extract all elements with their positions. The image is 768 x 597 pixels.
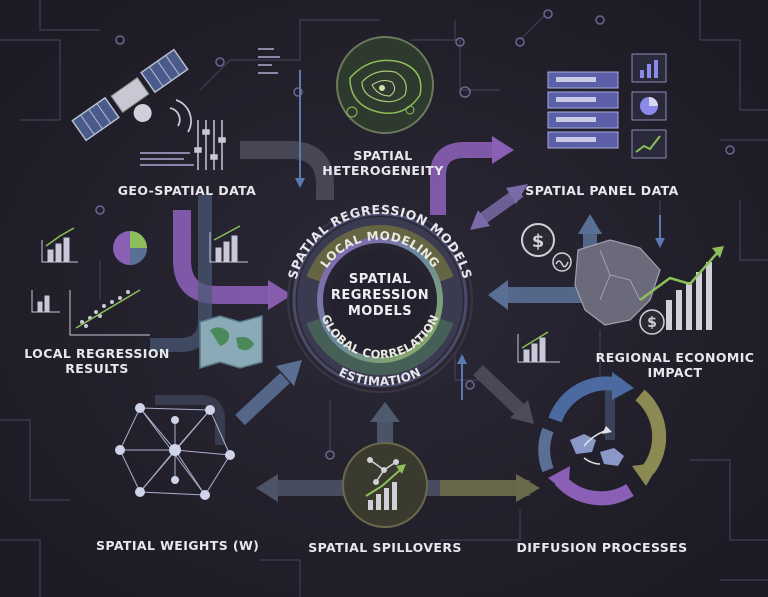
label-diffusion-processes: DIFFUSION PROCESSES: [516, 540, 688, 555]
dollar-coin-icon: $: [521, 223, 555, 257]
bar-chart-icon: [41, 227, 78, 263]
bar-chart-card-icon: [631, 53, 667, 83]
server-stack-icon: [547, 71, 619, 149]
ring-label-local-modeling: LOCAL MODELING: [318, 229, 442, 271]
dollar-small-icon: $: [639, 309, 665, 335]
small-bar-chart-icon: [209, 225, 248, 263]
small-growth-chart-icon: [517, 331, 560, 363]
economic-bars-icon: [639, 246, 724, 330]
line-chart-card-icon: [631, 129, 667, 159]
label-regional-economic-line1: REGIONAL ECONOMIC: [595, 350, 755, 365]
label-spatial-panel-data: SPATIAL PANEL DATA: [525, 183, 679, 198]
signal-waves-icon: [169, 99, 192, 133]
pie-chart-card-icon: [631, 91, 667, 121]
label-spatial-weights: SPATIAL WEIGHTS (W): [96, 538, 260, 553]
label-local-regression-line2: RESULTS: [65, 361, 129, 376]
svg-text:$: $: [647, 315, 657, 331]
diffusion-cycle-icon: [538, 372, 667, 506]
pie-chart-icon: [113, 231, 147, 265]
svg-text:LOCAL MODELING: LOCAL MODELING: [318, 229, 443, 271]
core-line-2: REGRESSION: [330, 288, 430, 303]
network-graph-icon: [115, 403, 235, 500]
label-spatial-spillovers: SPATIAL SPILLOVERS: [308, 540, 462, 555]
label-geo-spatial-data: GEO-SPATIAL DATA: [117, 183, 257, 198]
label-spatial-heterogeneity: SPATIAL HETEROGENEITY: [318, 148, 448, 178]
svg-text:ESTIMATION: ESTIMATION: [337, 365, 424, 389]
mini-chart-icon: [31, 290, 60, 313]
trend-gauge-icon: [552, 252, 572, 272]
central-hub: [287, 207, 473, 393]
core-title: SPATIAL REGRESSION MODELS: [330, 272, 430, 320]
circuit-nodes: [95, 9, 735, 460]
core-line-3: MODELS: [347, 304, 413, 319]
svg-text:$: $: [532, 231, 545, 252]
ring-label-estimation: ESTIMATION: [337, 365, 423, 389]
regional-map-icon: [574, 239, 661, 326]
label-spatial-heterogeneity-line2: HETEROGENEITY: [322, 163, 444, 178]
sliders-icon: [194, 120, 226, 170]
satellite-icon: [71, 48, 189, 142]
label-spatial-heterogeneity-line1: SPATIAL: [353, 148, 413, 163]
folded-map-icon: [199, 315, 263, 370]
label-regional-economic-impact: REGIONAL ECONOMIC IMPACT: [590, 350, 760, 380]
label-local-regression-line1: LOCAL REGRESSION: [24, 346, 170, 361]
spillover-chart-icon: [342, 442, 428, 528]
contour-globe-icon: [336, 36, 434, 134]
core-line-1: SPATIAL: [348, 272, 412, 287]
label-regional-economic-line2: IMPACT: [647, 365, 703, 380]
scatter-plot-icon: [69, 289, 150, 336]
label-local-regression-results: LOCAL REGRESSION RESULTS: [22, 346, 172, 376]
grid-dots: [140, 48, 280, 166]
